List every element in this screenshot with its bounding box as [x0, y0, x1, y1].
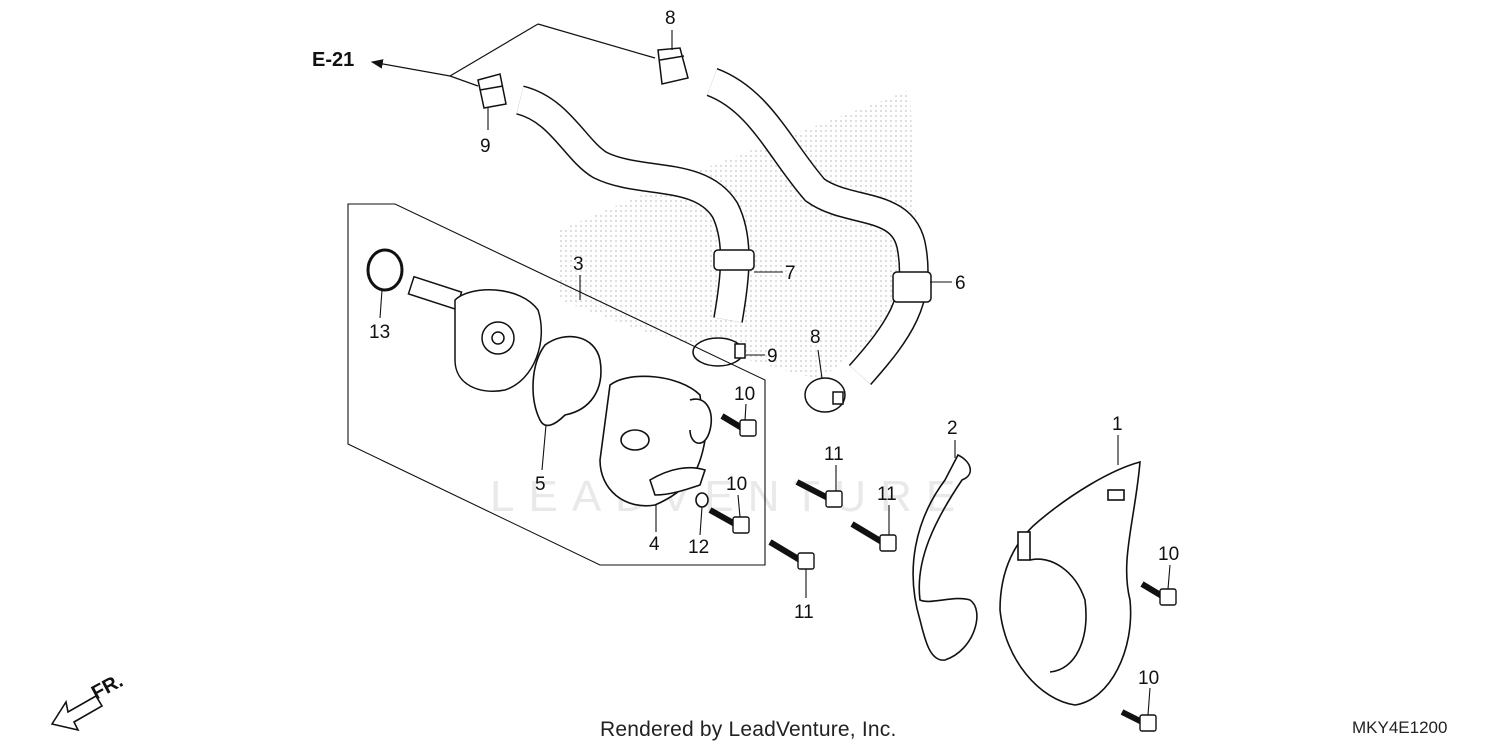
callout-5: 5: [535, 474, 546, 495]
bolts: [708, 413, 1177, 732]
callout-8-mid: 8: [810, 327, 821, 348]
washer-12: [695, 492, 709, 508]
callout-11-b: 11: [877, 484, 897, 505]
callout-10-b: 10: [726, 474, 747, 495]
bolt-11a: [795, 479, 843, 508]
reference-label: E-21: [312, 49, 354, 71]
pump-cover-1: [999, 460, 1141, 706]
callout-9-top: 9: [480, 136, 491, 157]
callout-11-c: 11: [794, 602, 814, 623]
callout-11-a: 11: [824, 444, 844, 465]
callout-10-d: 10: [1138, 668, 1159, 689]
callout-10-c: 10: [1158, 544, 1179, 565]
assembly-3-boundary: [347, 203, 766, 566]
reference-leader: [370, 23, 656, 87]
callout-3: 3: [573, 254, 584, 275]
callout-4: 4: [649, 534, 660, 555]
watermark: LEADVENTURE: [490, 472, 970, 521]
bolt-11b: [850, 521, 897, 552]
bolt-10d: [1120, 709, 1157, 732]
clamp-8-top: [657, 47, 689, 85]
callout-6: 6: [955, 273, 966, 294]
gasket-5: [532, 335, 602, 427]
bolt-10a: [720, 413, 757, 437]
callout-10-a: 10: [734, 384, 755, 405]
callout-9-mid: 9: [767, 346, 778, 367]
impeller-shaft: [407, 275, 542, 392]
hose-6: [706, 67, 932, 385]
callout-7: 7: [785, 263, 796, 284]
gasket-2: [912, 453, 978, 661]
clamp-9-top: [477, 73, 507, 109]
clamp-8-mid: [804, 377, 846, 413]
callout-8-top: 8: [665, 8, 676, 29]
footer-credit: Rendered by LeadVenture, Inc.: [600, 718, 897, 741]
water-pump-body-4: [599, 375, 712, 507]
callout-2: 2: [947, 418, 958, 439]
diagram-code: MKY4E1200: [1352, 718, 1448, 737]
callout-leaders: [379, 30, 1171, 716]
bolt-10b: [708, 507, 750, 534]
clamp-9-mid: [692, 337, 746, 367]
bolt-11c: [768, 539, 815, 570]
callout-12: 12: [688, 537, 709, 558]
bolt-10c: [1140, 581, 1177, 606]
o-ring-13: [366, 248, 404, 292]
callout-1: 1: [1112, 414, 1123, 435]
front-arrow: FR.: [50, 670, 127, 732]
hose-7: [515, 85, 755, 323]
callout-13: 13: [369, 322, 390, 343]
